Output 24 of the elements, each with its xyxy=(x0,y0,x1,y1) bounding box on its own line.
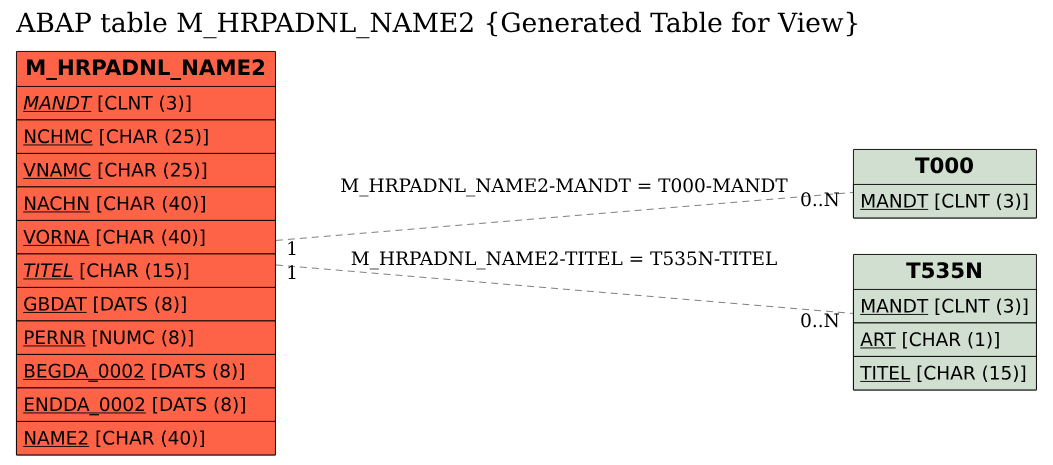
table-row: NACHN [CHAR (40)] xyxy=(16,186,276,221)
relationship-line xyxy=(275,264,854,314)
edge-label: M_HRPADNL_NAME2-MANDT = T000-MANDT xyxy=(339,177,789,198)
table-row: PERNR [NUMC (8)] xyxy=(16,320,276,355)
edge-label: M_HRPADNL_NAME2-TITEL = T535N-TITEL xyxy=(349,250,779,271)
cardinality-label: 0..N xyxy=(801,192,839,207)
cardinality-label: 1 xyxy=(288,241,296,255)
relationship-line xyxy=(275,191,854,241)
table-row: VNAMC [CHAR (25)] xyxy=(16,153,276,188)
cardinality-label: 0..N xyxy=(801,313,839,328)
table-row: GBDAT [DATS (8)] xyxy=(16,287,276,322)
table-row: VORNA [CHAR (40)] xyxy=(16,220,276,255)
table-row: NAME2 [CHAR (40)] xyxy=(16,421,276,456)
table-row: MANDT [CLNT (3)] xyxy=(853,184,1037,219)
table-row: BEGDA_0002 [DATS (8)] xyxy=(16,354,276,389)
table-row: MANDT [CLNT (3)] xyxy=(853,289,1037,324)
table-row: MANDT [CLNT (3)] xyxy=(16,86,276,121)
table-row: TITEL [CHAR (15)] xyxy=(16,253,276,288)
diagram-title: ABAP table M_HRPADNL_NAME2 {Generated Table for View} xyxy=(16,11,858,39)
table-row: NCHMC [CHAR (25)] xyxy=(16,119,276,154)
cardinality-label: 1 xyxy=(288,265,296,279)
table-row: TITEL [CHAR (15)] xyxy=(853,356,1037,391)
table-row: ENDDA_0002 [DATS (8)] xyxy=(16,387,276,422)
table-row: ART [CHAR (1)] xyxy=(853,322,1037,357)
